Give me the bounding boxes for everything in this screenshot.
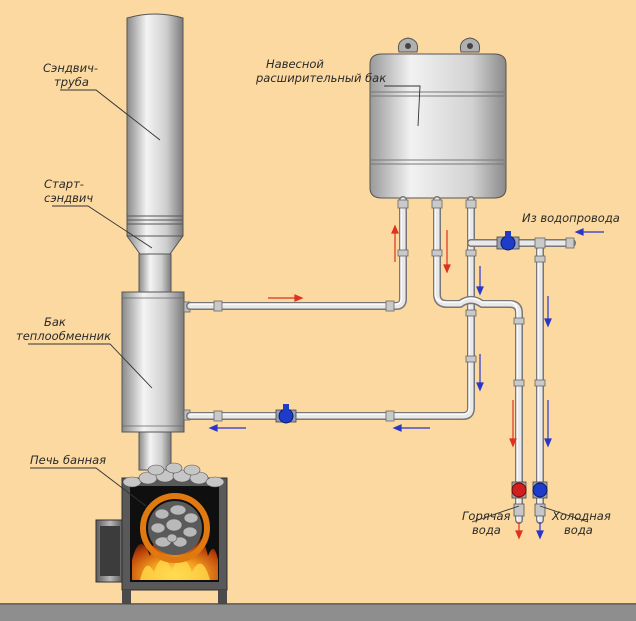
floor <box>0 604 636 621</box>
label-sandwich-pipe: Сэндвич- труба <box>43 61 102 89</box>
ball-valve-icon <box>532 481 548 517</box>
label-heat-exchanger: Бак теплообменник <box>16 315 111 343</box>
pipe-fittings <box>213 199 575 422</box>
leader-lines <box>28 85 589 523</box>
ball-valve-icon <box>275 404 297 424</box>
label-hot-water: Горячая вода <box>462 509 514 537</box>
flow-arrow-icon <box>208 228 604 540</box>
expansion-tank <box>369 37 507 199</box>
flow-arrow-icon <box>268 224 523 540</box>
ball-valve-icon <box>496 231 520 251</box>
label-water-supply: Из водопровода <box>522 211 620 225</box>
pipe-hot-outlet <box>433 196 523 524</box>
sandwich-pipe <box>126 13 184 225</box>
start-sandwich <box>126 223 184 293</box>
pipe-return <box>186 196 475 420</box>
label-sauna-stove: Печь банная <box>30 453 106 467</box>
ball-valve-icon <box>511 481 527 517</box>
label-start-sandwich: Старт- сэндвич <box>44 177 93 205</box>
heat-exchanger-tank <box>121 291 191 471</box>
label-cold-water: Холодная вода <box>551 509 614 537</box>
label-expansion-tank: Навесной расширительный бак <box>255 57 386 85</box>
sauna-stove <box>95 462 228 604</box>
pipe-hot-supply <box>186 196 407 310</box>
